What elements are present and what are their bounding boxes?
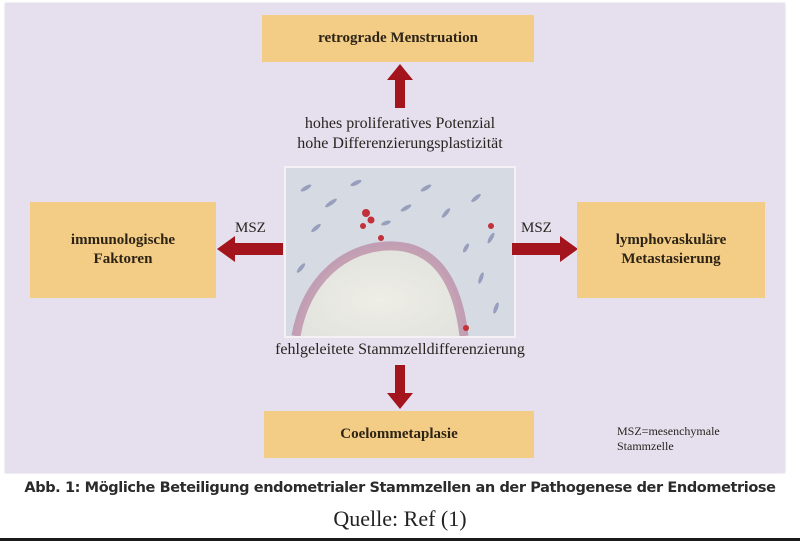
legend-line: MSZ=mesenchymale — [617, 424, 720, 438]
box-label: Coelommetaplasie — [340, 426, 458, 442]
box-label: retrograde Menstruation — [318, 30, 478, 46]
box-lymphovaskulaere-metastasierung: lymphovaskuläre Metastasierung — [577, 202, 765, 298]
source-reference: Quelle: Ref (1) — [333, 506, 467, 531]
box-label-line: lymphovaskuläre — [615, 232, 727, 248]
arrow-right-icon — [512, 236, 578, 262]
box-label-line: Metastasierung — [621, 251, 721, 267]
label-line: hohe Differenzierungsplastizität — [297, 135, 503, 152]
arrow-left-icon — [217, 236, 283, 262]
box-immunologische-faktoren: immunologische Faktoren — [30, 202, 216, 298]
msz-label-right: MSZ — [521, 220, 552, 236]
arrow-up-icon — [387, 64, 413, 108]
box-coelommetaplasie: Coelommetaplasie — [264, 411, 534, 458]
box-label-line: immunologische — [70, 232, 176, 248]
bottom-divider — [0, 538, 800, 541]
box-retrograde-menstruation: retrograde Menstruation — [262, 15, 534, 62]
figure-caption: Abb. 1: Mögliche Beteiligung endometrial… — [24, 480, 776, 496]
legend-line: Stammzelle — [617, 439, 674, 453]
abbreviation-legend: MSZ=mesenchymale Stammzelle — [617, 424, 720, 454]
center-differentiation-label: fehlgeleitete Stammzelldifferenzierung — [275, 341, 525, 358]
arrow-down-icon — [387, 365, 413, 409]
msz-label-left: MSZ — [235, 220, 266, 236]
label-line: hohes proliferatives Potenzial — [304, 115, 496, 132]
histology-image — [284, 166, 516, 338]
box-label-line: Faktoren — [93, 251, 153, 267]
center-properties-label: hohes proliferatives Potenzial hohe Diff… — [240, 114, 560, 154]
